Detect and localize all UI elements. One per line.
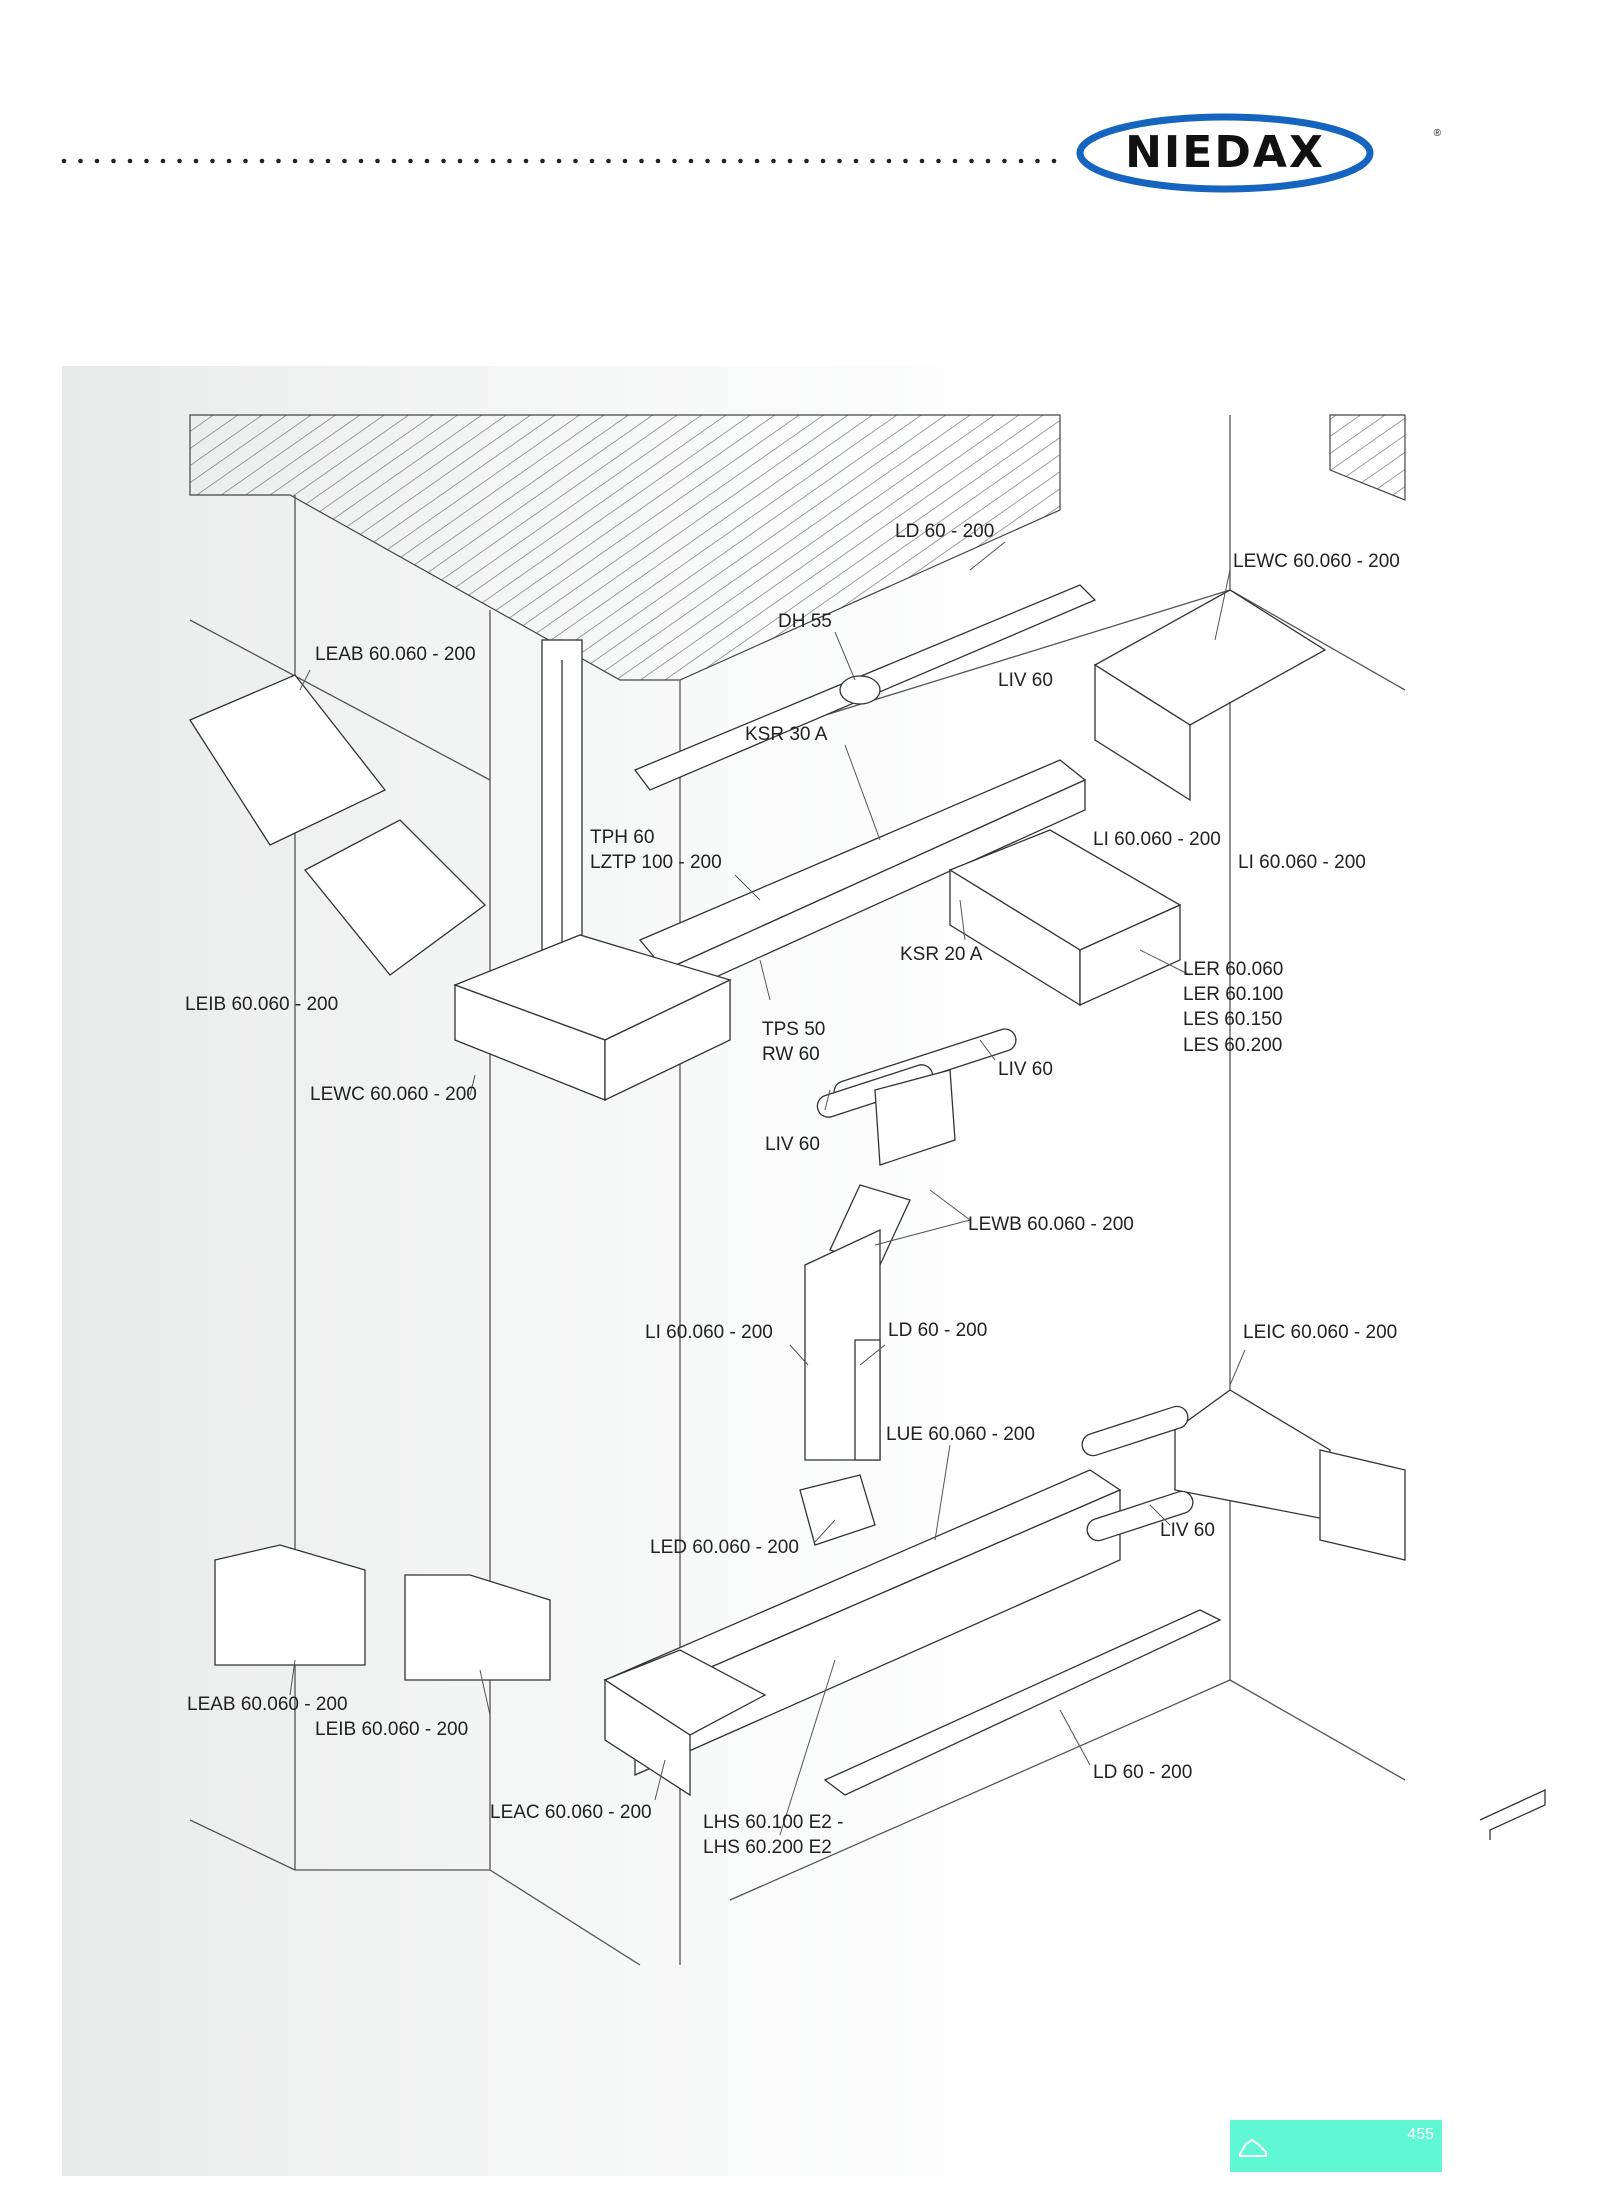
corner-leic [1174,1389,1331,1521]
hand-icon [1239,2138,1267,2157]
label-lhs100: LHS 60.100 E2 - [703,1812,843,1833]
vertical-support-channel [541,639,583,961]
label-li-vertical: LI 60.060 - 200 [645,1322,773,1343]
label-ld-bottom: LD 60 - 200 [1093,1762,1192,1783]
label-dh55: DH 55 [778,611,832,632]
label-liv-mid-left: LIV 60 [765,1134,820,1155]
label-li-right: LI 60.060 - 200 [1238,852,1366,873]
label-liv-bottom: LIV 60 [1160,1520,1215,1541]
component-labels: LD 60 - 200 LEWC 60.060 - 200 DH 55 LEAB… [185,521,1400,1858]
label-leib-top: LEIB 60.060 - 200 [185,994,338,1015]
tray-right-partial [1319,1449,1406,1561]
label-ksr30: KSR 30 A [745,724,828,745]
label-leic: LEIC 60.060 - 200 [1243,1322,1397,1343]
label-lztp: LZTP 100 - 200 [590,852,722,873]
label-lue: LUE 60.060 - 200 [886,1424,1035,1445]
label-les200: LES 60.200 [1183,1035,1282,1056]
label-lewb: LEWB 60.060 - 200 [968,1214,1134,1235]
label-lhs200: LHS 60.200 E2 [703,1837,832,1858]
profile-detail [1479,1788,1546,1840]
header-dotted-rule [61,158,1057,164]
label-lewc-top-right: LEWC 60.060 - 200 [1233,551,1400,572]
label-rw60: RW 60 [762,1044,820,1065]
page-badge: 455 [1230,2120,1442,2172]
bend-leib-bottom [404,1574,551,1681]
bend-leab-top [189,674,387,846]
label-ld-top: LD 60 - 200 [895,521,994,542]
label-leac: LEAC 60.060 - 200 [490,1802,652,1823]
cover-ld-bottom [823,1609,1222,1796]
label-leib-bottom: LEIB 60.060 - 200 [315,1719,468,1740]
bend-lewb-upper [874,1069,956,1166]
label-lewc-mid: LEWC 60.060 - 200 [310,1084,477,1105]
label-liv-mid-right: LIV 60 [998,1059,1053,1080]
ceiling-hanger-dh55 [839,675,881,705]
label-tph: TPH 60 [590,827,654,848]
niedax-logo: NIEDAX ® [1076,113,1442,193]
registered-mark: ® [1434,128,1442,139]
label-leab-top: LEAB 60.060 - 200 [315,644,476,665]
label-ler060: LER 60.060 [1183,959,1283,980]
tray-components [189,584,1546,1840]
cover-vertical-ld [854,1339,881,1461]
label-li-mid: LI 60.060 - 200 [1093,829,1221,850]
page-number: 455 [1407,2126,1434,2143]
brand-name: NIEDAX [1125,127,1325,178]
end-cap-led [799,1474,876,1546]
label-les150: LES 60.150 [1183,1009,1282,1030]
ceiling-hatching [189,414,1406,681]
label-ler100: LER 60.100 [1183,984,1283,1005]
label-ksr20: KSR 20 A [900,944,983,965]
label-led: LED 60.060 - 200 [650,1537,799,1558]
label-tps50: TPS 50 [762,1019,825,1040]
label-leab-bottom: LEAB 60.060 - 200 [187,1694,348,1715]
label-liv-top: LIV 60 [998,670,1053,691]
bend-leib-top [303,819,486,976]
connector-liv-bottom [1081,1405,1189,1457]
label-ld-vertical: LD 60 - 200 [888,1320,987,1341]
bend-leab-bottom [214,1544,366,1666]
leader-lines [289,541,1246,1836]
